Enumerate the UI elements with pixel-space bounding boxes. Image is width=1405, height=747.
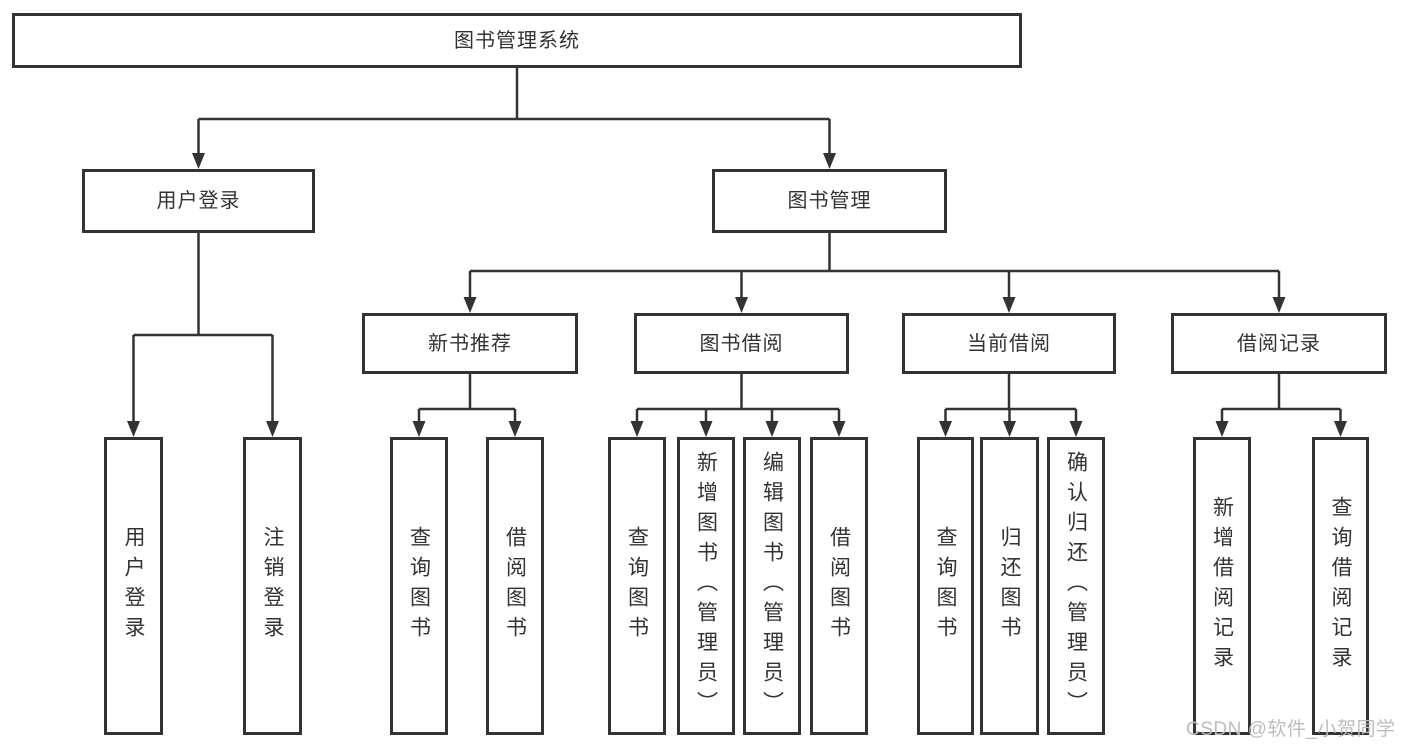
node-leaf-user-login: 用户登录 <box>104 437 163 735</box>
node-current-borrow: 当前借阅 <box>902 313 1116 374</box>
node-leaf-borrow-books-2: 借阅图书 <box>810 437 868 735</box>
node-book-management-group: 图书管理 <box>712 169 947 233</box>
node-label: 借阅图书 <box>827 526 851 646</box>
node-leaf-query-books-2: 查询图书 <box>608 437 666 735</box>
node-label: 新增借阅记录 <box>1210 496 1234 676</box>
node-leaf-logout: 注销登录 <box>243 437 302 735</box>
node-leaf-query-borrow-record: 查询借阅记录 <box>1312 437 1369 735</box>
node-leaf-query-books-1: 查询图书 <box>390 437 448 735</box>
node-label: 图书借阅 <box>699 332 784 355</box>
node-label: 确认归还（管理员） <box>1064 451 1088 721</box>
node-leaf-edit-book-admin: 编辑图书（管理员） <box>743 437 801 735</box>
node-root: 图书管理系统 <box>12 13 1022 68</box>
node-label: 新增图书（管理员） <box>694 451 718 721</box>
node-label: 查询图书 <box>934 526 957 646</box>
node-label: 编辑图书（管理员） <box>760 451 784 721</box>
node-leaf-add-book-admin: 新增图书（管理员） <box>677 437 735 735</box>
node-leaf-return-books: 归还图书 <box>980 437 1039 735</box>
node-label: 查询图书 <box>407 526 431 646</box>
watermark: CSDN @软件_小贺同学 <box>1186 719 1396 740</box>
node-label: 借阅记录 <box>1237 332 1321 355</box>
node-label: 注销登录 <box>261 526 284 646</box>
node-user-login-group: 用户登录 <box>82 169 315 233</box>
node-leaf-confirm-return-admin: 确认归还（管理员） <box>1047 437 1105 735</box>
node-label: 图书管理系统 <box>454 29 580 52</box>
node-label: 图书管理 <box>787 190 872 212</box>
node-book-borrow: 图书借阅 <box>634 313 849 374</box>
node-label: 借阅图书 <box>503 526 527 646</box>
node-label: 归还图书 <box>998 526 1021 646</box>
node-leaf-query-books-3: 查询图书 <box>917 437 974 735</box>
node-borrow-records: 借阅记录 <box>1171 313 1387 374</box>
node-label: 用户登录 <box>122 526 145 646</box>
node-label: 新书推荐 <box>428 332 512 355</box>
node-leaf-borrow-books-1: 借阅图书 <box>486 437 544 735</box>
node-leaf-add-borrow-record: 新增借阅记录 <box>1193 437 1251 735</box>
node-label: 查询图书 <box>625 526 649 646</box>
node-label: 用户登录 <box>156 190 241 212</box>
node-label: 当前借阅 <box>967 332 1051 355</box>
node-new-book-recommend: 新书推荐 <box>362 313 578 374</box>
node-label: 查询借阅记录 <box>1329 496 1352 676</box>
